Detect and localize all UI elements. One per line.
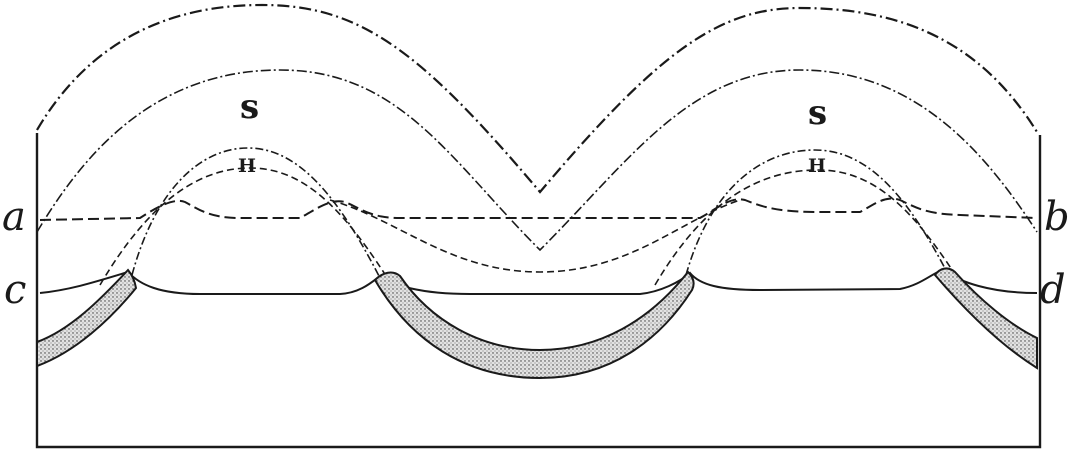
label-a: a: [2, 194, 26, 240]
stippled-bed-center: [373, 270, 695, 380]
line-a-b: [39, 197, 1038, 221]
h-dome-right-inner: [654, 169, 966, 291]
stippled-bed-right: [933, 267, 1038, 370]
inner-fold-line: [36, 69, 1038, 252]
line-c-d: [39, 268, 1038, 295]
label-b: b: [1044, 194, 1070, 240]
label-d: d: [1040, 267, 1066, 313]
label-h-right: H: [808, 155, 826, 177]
upper-boundary-line: [36, 3, 1038, 194]
section-frame: [35, 133, 1042, 449]
label-h-left: H: [238, 155, 256, 177]
label-s-right: s: [808, 93, 827, 133]
label-c: c: [4, 267, 26, 313]
label-s-left: s: [240, 87, 259, 127]
central-trough-line: [329, 199, 741, 273]
h-dome-right-outer: [685, 149, 951, 279]
h-dome-left-outer: [131, 147, 381, 279]
stippled-bed-left: [36, 268, 138, 368]
h-dome-left-inner: [99, 167, 396, 291]
